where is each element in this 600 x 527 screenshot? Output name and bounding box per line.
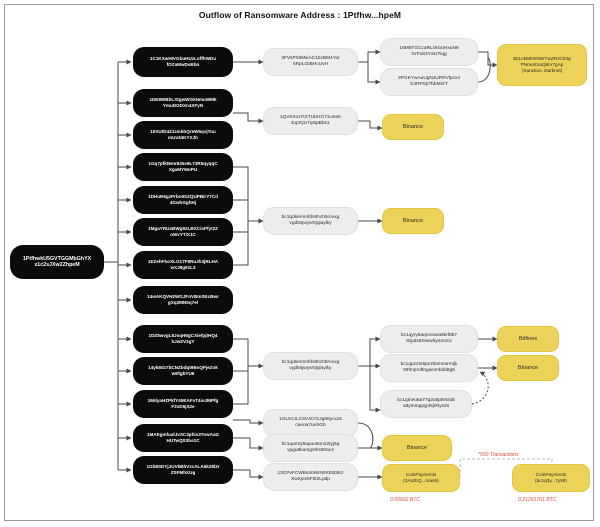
node-label: Binance: [517, 364, 539, 371]
node-label: Binance: [402, 123, 424, 130]
node-exchange-binance-1[interactable]: Binance: [382, 114, 444, 140]
node-label: CoinPayments(bc1q3y...7y88): [535, 472, 567, 483]
node-exchange-bitfinex[interactable]: Bitfinex: [497, 326, 559, 352]
node-exchange-coinpayments-1[interactable]: CoinPayments(3AxzbQ...mao6): [382, 464, 460, 492]
node-label: Bitfinex: [518, 335, 538, 342]
node-label: Binance: [406, 444, 428, 451]
page-title: Outflow of Ransomware Address : 1Ptfhw..…: [198, 10, 402, 20]
amount-right-label: 0.21291701 BTC: [518, 497, 557, 503]
node-exchange-binance-4[interactable]: Binance: [382, 435, 452, 461]
amount-left-label: 0.00022 BTC: [390, 497, 421, 503]
node-exchange-binance-2[interactable]: Binance: [382, 208, 444, 234]
node-exchange-binance-3[interactable]: Binance: [497, 355, 559, 381]
node-label: Binance: [402, 217, 424, 224]
node-exchange-coinpayments-2[interactable]: CoinPayments(bc1q3y...7y88): [512, 464, 590, 492]
transactions-note: *500 Transactions: [478, 452, 519, 458]
node-label: CoinPayments(3AxzbQ...mao6): [403, 472, 439, 483]
